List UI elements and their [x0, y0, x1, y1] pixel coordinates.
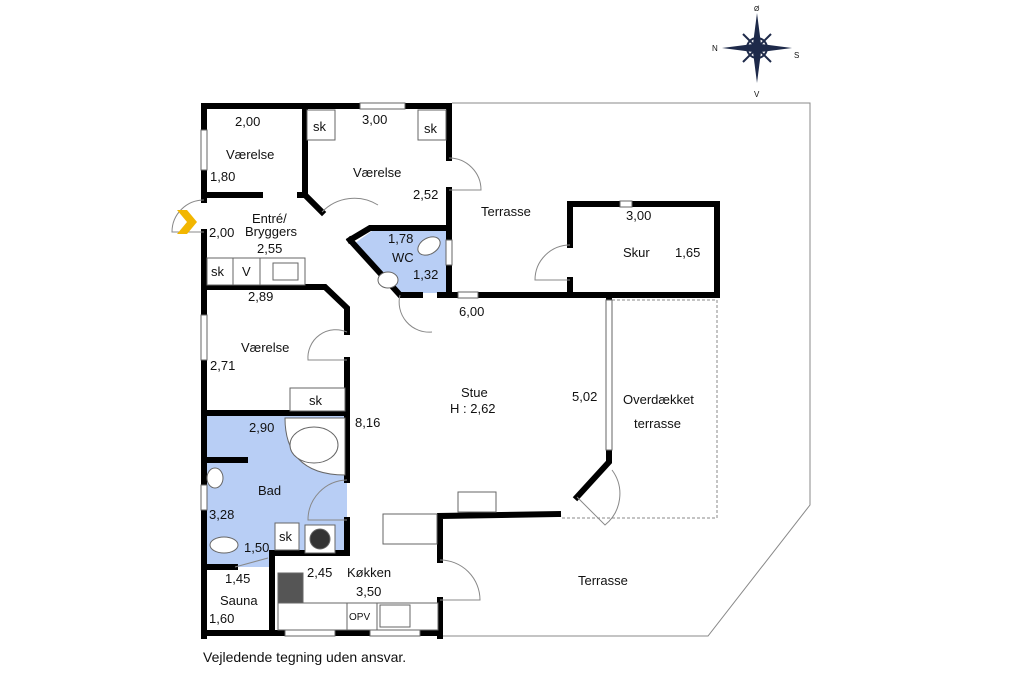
closet-label: sk — [279, 529, 293, 544]
entre-label-2: Bryggers — [245, 224, 298, 239]
closet-label: sk — [313, 119, 327, 134]
compass-icon: N S Ø V — [712, 6, 799, 99]
washer-label: V — [242, 264, 251, 279]
terrasse-bottom-label: Terrasse — [578, 573, 628, 588]
walls — [201, 103, 720, 639]
disclaimer-caption: Vejledende tegning uden ansvar. — [203, 649, 407, 665]
vaerelse3-height: 2,71 — [210, 358, 235, 373]
dishwasher-label: OPV — [349, 612, 370, 623]
doors — [171, 157, 621, 601]
skur-label: Skur — [623, 245, 650, 260]
stue-side: 5,02 — [572, 389, 597, 404]
compass-west: V — [754, 90, 760, 99]
stue-width: 6,00 — [459, 304, 484, 319]
vaerelse3-width: 2,89 — [248, 289, 273, 304]
compass-south: S — [794, 51, 799, 60]
sauna-height: 1,60 — [209, 611, 234, 626]
wc-label: WC — [392, 250, 414, 265]
closet-label: sk — [211, 264, 225, 279]
wc-width: 1,78 — [388, 231, 413, 246]
koekken-width: 3,50 — [356, 584, 381, 599]
sauna-label: Sauna — [220, 593, 258, 608]
vaerelse2-width: 3,00 — [362, 112, 387, 127]
closet — [306, 109, 336, 141]
koekken-height: 2,45 — [307, 565, 332, 580]
bad-width: 2,90 — [249, 420, 274, 435]
wc-height: 1,32 — [413, 267, 438, 282]
entrance-arrow-icon — [177, 210, 197, 234]
bad-height: 3,28 — [209, 507, 234, 522]
bad-label: Bad — [258, 483, 281, 498]
sauna-width: 1,45 — [225, 571, 250, 586]
stue-label: Stue — [461, 385, 488, 400]
closet-label: sk — [309, 393, 323, 408]
skur-width: 3,00 — [626, 208, 651, 223]
compass-east: Ø — [754, 6, 760, 13]
windows — [200, 102, 633, 637]
covered-terrace-outline — [560, 299, 718, 519]
vaerelse1-height: 1,80 — [210, 169, 235, 184]
bad-extra: 1,50 — [244, 540, 269, 555]
vaerelse1-label: Værelse — [226, 147, 274, 162]
entre-width: 2,55 — [257, 241, 282, 256]
overdaekket-label: Overdækket — [623, 392, 694, 407]
compass-north: N — [712, 44, 718, 53]
vaerelse2-height: 2,52 — [413, 187, 438, 202]
vaerelse1-width: 2,00 — [235, 114, 260, 129]
koekken-label: Køkken — [347, 565, 391, 580]
entre-label: Entré/ — [252, 211, 287, 226]
stue-ceiling-height: H : 2,62 — [450, 401, 496, 416]
vaerelse3-label: Værelse — [241, 340, 289, 355]
closet — [417, 109, 447, 141]
skur-height: 1,65 — [675, 245, 700, 260]
terrasse-top-label: Terrasse — [481, 204, 531, 219]
overdaekket-label-2: terrasse — [634, 416, 681, 431]
closet-label: sk — [424, 121, 438, 136]
terrace-outline — [440, 102, 811, 637]
stue-length: 8,16 — [355, 415, 380, 430]
vaerelse2-label: Værelse — [353, 165, 401, 180]
entre-height: 2,00 — [209, 225, 234, 240]
fixtures — [206, 109, 497, 631]
